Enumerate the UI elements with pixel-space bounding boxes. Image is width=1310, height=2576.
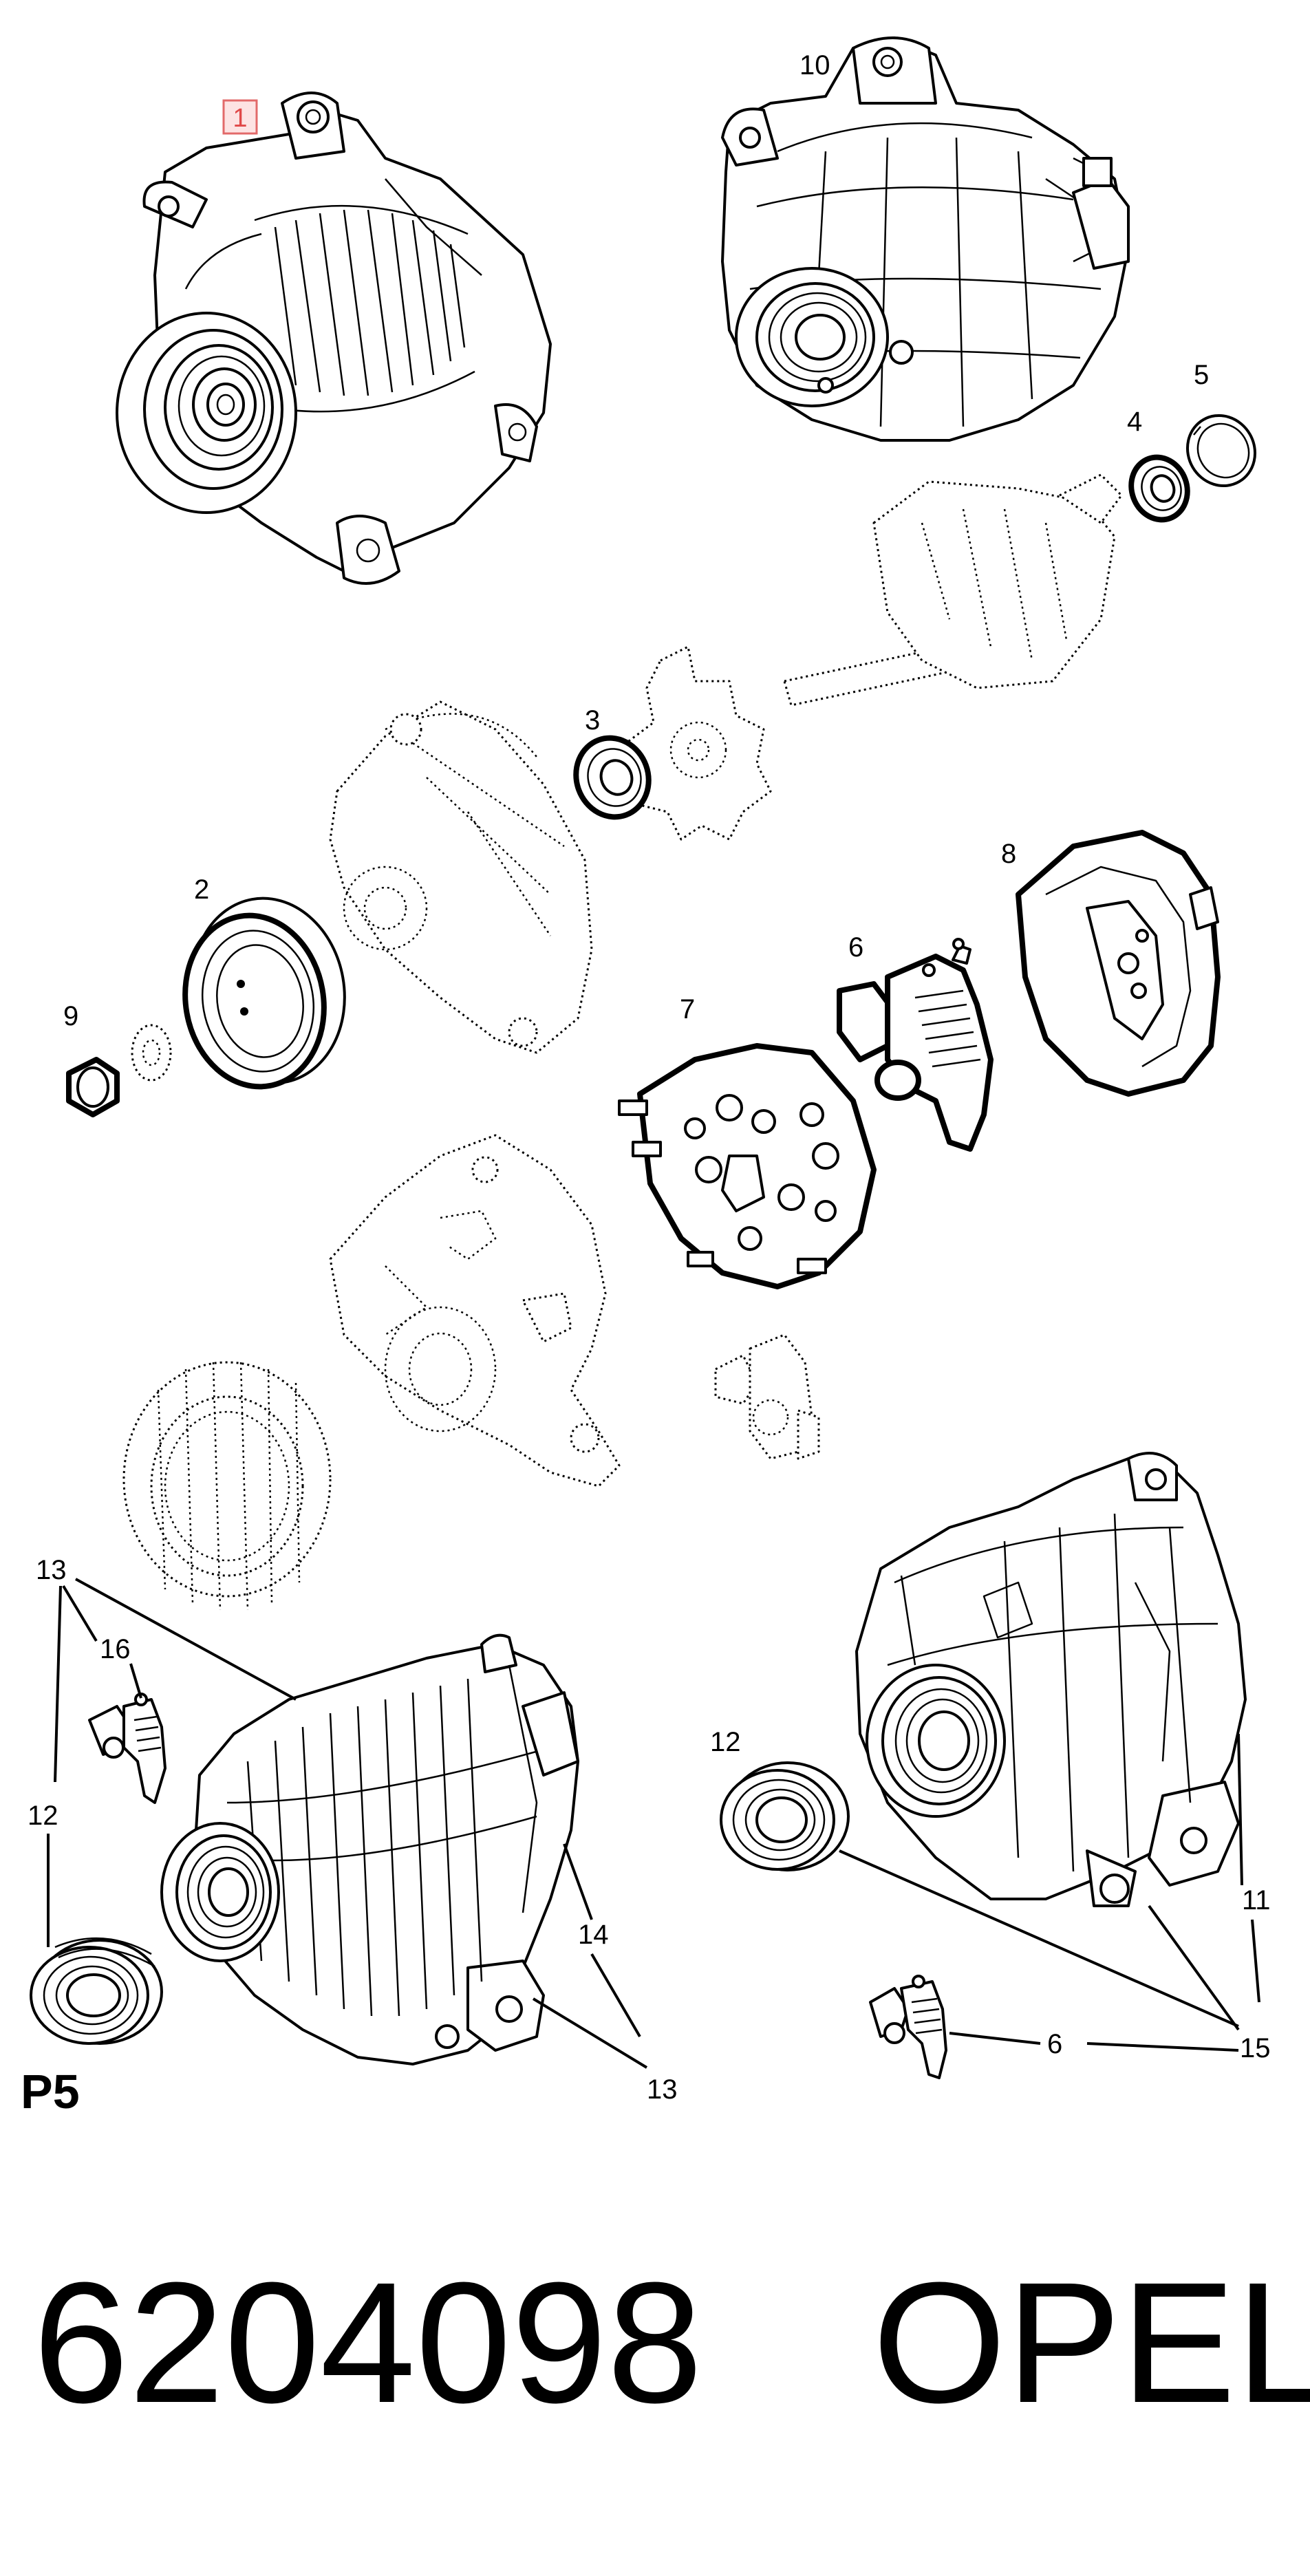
- callout-5: 5: [1194, 360, 1209, 390]
- leader-11-15: [1251, 1919, 1260, 2003]
- callout-1-selected[interactable]: 1: [222, 99, 258, 135]
- leader-13b: [532, 1997, 648, 2069]
- callout-1-label: 1: [233, 104, 247, 133]
- leader-14: [563, 1843, 593, 1920]
- part-12-pulley-left[interactable]: [30, 1937, 163, 2045]
- callout-12a: 12: [28, 1801, 58, 1831]
- brand-name: OPEL: [872, 2246, 1310, 2438]
- leader-11: [1237, 1733, 1243, 1886]
- alternator-assembly-bottom-right[interactable]: [855, 1452, 1247, 1907]
- drive-end-bracket-ghost: [329, 700, 593, 1054]
- part-9-nut-washer[interactable]: [66, 1024, 172, 1117]
- callout-3: 3: [585, 705, 600, 736]
- part-3-bearing[interactable]: [565, 728, 659, 828]
- leader-13a-2: [62, 1585, 98, 1642]
- alternator-assembly-bottom-left[interactable]: [160, 1633, 579, 2065]
- part-8-rear-cover[interactable]: [1016, 830, 1221, 1097]
- callout-4: 4: [1127, 407, 1142, 437]
- leader-15-a: [839, 1849, 1239, 2028]
- part-12-pulley-right[interactable]: [720, 1761, 850, 1871]
- footer: 6204098 OPEL: [0, 2257, 1310, 2463]
- fan-ghost: [625, 645, 772, 841]
- callout-16: 16: [100, 1634, 131, 1664]
- callout-14: 14: [578, 1920, 609, 1950]
- leader-6b-right: [1086, 2042, 1239, 2052]
- callout-11: 11: [1242, 1885, 1271, 1915]
- callout-13b: 13: [647, 2074, 678, 2105]
- part-4-bearing[interactable]: [1123, 449, 1196, 528]
- part-6-regulator[interactable]: [837, 938, 994, 1152]
- leader-13a-1: [54, 1585, 62, 1783]
- part-6-regulator-bottom[interactable]: [869, 1975, 947, 2079]
- leader-6b-left: [949, 2032, 1041, 2045]
- callout-13a: 13: [36, 1555, 67, 1585]
- callout-7: 7: [680, 994, 695, 1024]
- alternator-assembly-10[interactable]: [721, 36, 1130, 442]
- callout-6a: 6: [848, 932, 863, 963]
- callout-12b: 12: [710, 1727, 741, 1757]
- page-label: P5: [21, 2065, 80, 2118]
- callout-10: 10: [799, 50, 830, 80]
- part-number: 6204098: [33, 2246, 703, 2438]
- regulator-ghost: [714, 1333, 820, 1460]
- callout-9: 9: [63, 1001, 78, 1031]
- leader-16: [129, 1663, 142, 1699]
- slip-ring-end-housing-ghost: [329, 1134, 621, 1488]
- callout-6b: 6: [1047, 2029, 1062, 2059]
- rotor-ghost: [783, 473, 1123, 707]
- part-7-rectifier-plate[interactable]: [618, 1043, 877, 1289]
- part-2-pulley[interactable]: [172, 886, 359, 1098]
- leader-13a-3: [75, 1578, 297, 1701]
- leader-14-13: [590, 1953, 641, 2038]
- leader-15-b: [1148, 1904, 1240, 2031]
- part-16-regulator[interactable]: [88, 1693, 167, 1804]
- callout-15: 15: [1240, 2033, 1271, 2063]
- callout-8: 8: [1001, 839, 1016, 869]
- callout-2: 2: [194, 874, 209, 905]
- stator-ghost: [122, 1361, 332, 1611]
- alternator-assembly-1[interactable]: [116, 92, 552, 585]
- part-5-ring[interactable]: [1174, 403, 1267, 498]
